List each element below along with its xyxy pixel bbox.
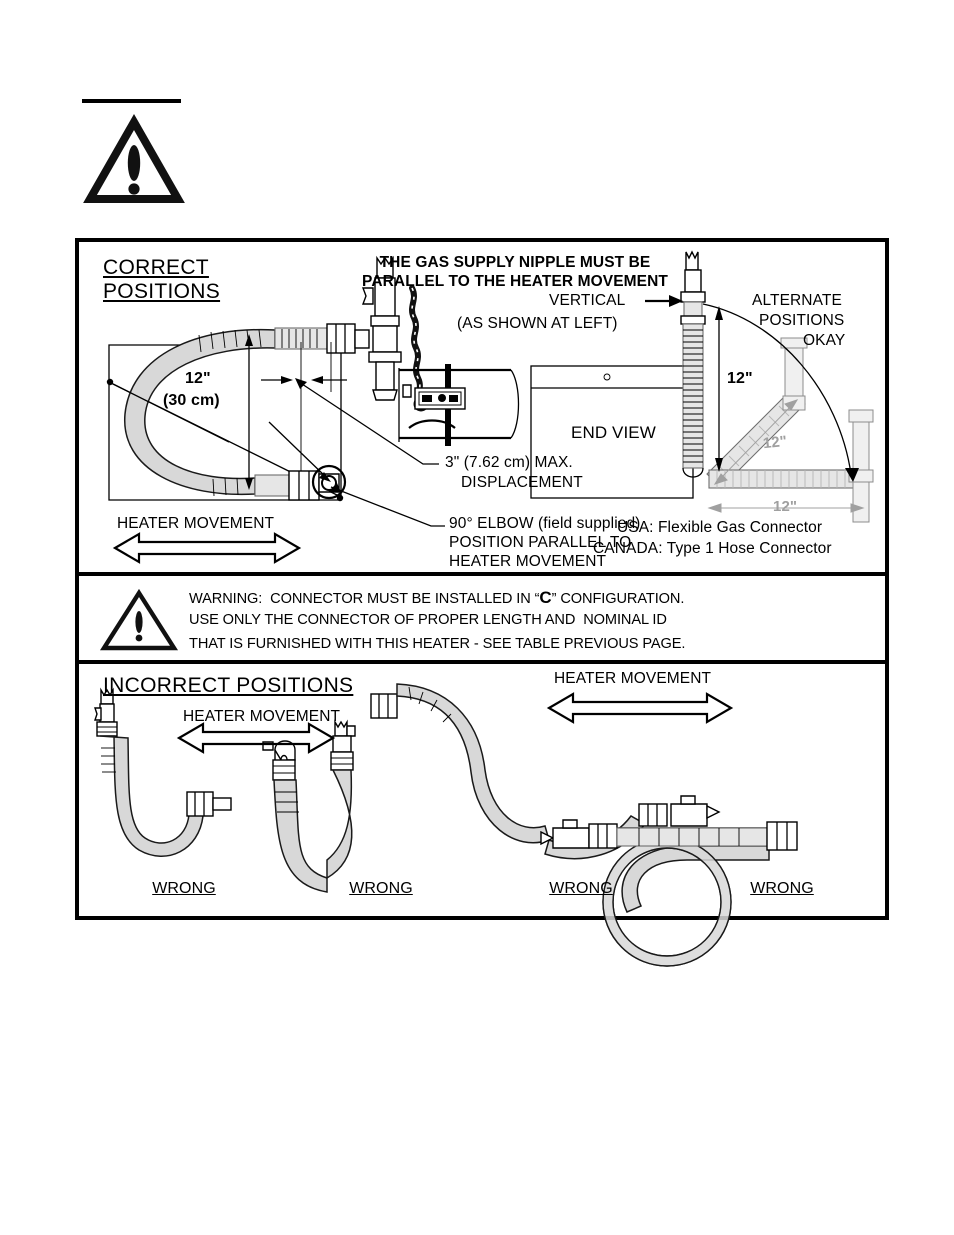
heater-movement-label-incorrect-left: HEATER MOVEMENT [183, 708, 341, 725]
wrong-label-1: WRONG [152, 880, 216, 897]
vertical-note: (AS SHOWN AT LEFT) [457, 315, 618, 332]
warning-line2: USE ONLY THE CONNECTOR OF PROPER LENGTH … [189, 612, 667, 628]
displacement-line2: DISPLACEMENT [461, 474, 583, 491]
incorrect-positions-drawing [94, 683, 798, 967]
panel-correct-positions: CORRECT POSITIONS THE GAS SUPPLY NIPPLE … [79, 242, 885, 572]
wrong-label-3: WRONG [549, 880, 613, 897]
dim-3in-displacement [261, 342, 347, 492]
panel-warning: WARNING: CONNECTOR MUST BE INSTALLED IN … [79, 572, 885, 664]
vertical-label: VERTICAL [549, 292, 626, 309]
warning-line1: WARNING: CONNECTOR MUST BE INSTALLED IN … [189, 588, 684, 608]
displacement-line1: 3" (7.62 cm) MAX. [445, 454, 573, 471]
end-view-label: END VIEW [571, 423, 656, 442]
installation-figure: CORRECT POSITIONS THE GAS SUPPLY NIPPLE … [75, 238, 889, 967]
correct-positions-title-line2: POSITIONS [103, 280, 221, 303]
elbow-note-line1: 90° ELBOW (field supplied) [449, 515, 641, 532]
alternate-positions-line2: POSITIONS [759, 312, 845, 329]
elbow-note-line2: POSITION PARALLEL TO [449, 534, 632, 551]
wrong-label-2: WRONG [349, 880, 413, 897]
lower-elbow-fitting [254, 464, 347, 501]
incorrect-positions-title: INCORRECT POSITIONS [103, 674, 354, 697]
gas-nipple-header-line2: PARALLEL TO THE HEATER MOVEMENT [362, 273, 668, 290]
section-rule [82, 99, 181, 103]
panel-incorrect-positions: INCORRECT POSITIONS HEATER MOVEMENT HEAT… [79, 664, 885, 967]
chain [409, 285, 429, 412]
gas-nipple-header-line1: THE GAS SUPPLY NIPPLE MUST BE [379, 254, 651, 271]
heater-movement-label-correct: HEATER MOVEMENT [117, 515, 275, 532]
dim-30cm-label: (30 cm) [163, 392, 220, 409]
warning-triangle-small-icon [99, 588, 179, 651]
usa-connector-note: USA: Flexible Gas Connector [617, 519, 823, 536]
warning-line1-prefix: WARNING: CONNECTOR MUST BE INSTALLED IN … [189, 591, 540, 607]
wrong-hose-3 [326, 683, 550, 880]
alternate-positions-line3: OKAY [803, 332, 846, 349]
heater-movement-arrow-incorrect-left [176, 722, 336, 754]
wrong-label-4: WRONG [750, 880, 814, 897]
dim-12in-right [715, 306, 723, 472]
canada-connector-note: CANADA: Type 1 Hose Connector [593, 540, 832, 557]
heater-movement-arrow-left [112, 532, 302, 564]
warning-line1-suffix: ” CONFIGURATION. [551, 591, 685, 607]
leader-displacement [295, 378, 439, 465]
dim-12in-left [245, 334, 253, 490]
alternate-positions-ghost [706, 337, 874, 523]
elbow-note-line3: HEATER MOVEMENT [449, 553, 607, 570]
heater-movement-arrow-incorrect-right [546, 692, 734, 724]
alternate-positions-line1: ALTERNATE [752, 292, 842, 309]
warning-triangle-icon [83, 113, 185, 203]
heater-body [398, 364, 520, 446]
heater-movement-label-incorrect-right: HEATER MOVEMENT [554, 670, 712, 687]
warning-line3: THAT IS FURNISHED WITH THIS HEATER - SEE… [189, 636, 686, 652]
vertical-pointer [645, 295, 683, 307]
dim-12in-bottom-label: 12" [773, 498, 798, 515]
dim-12in-right-label: 12" [727, 370, 753, 387]
leader-elbow [328, 483, 445, 527]
warning-c-symbol: C [539, 588, 552, 607]
dim-12in-label: 12" [185, 370, 211, 387]
dim-12in-diagonal-label: 12" [762, 432, 788, 453]
wrong-hose-2 [262, 740, 328, 893]
correct-positions-title-line1: CORRECT [103, 256, 209, 279]
